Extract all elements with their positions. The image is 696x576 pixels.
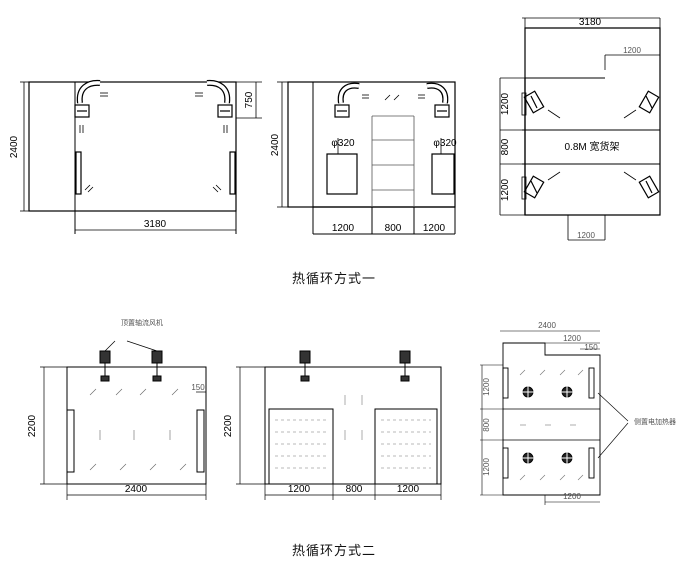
heater-panel (75, 151, 82, 195)
mode2-middle-section (236, 350, 442, 500)
duct-fan-icon (523, 90, 545, 114)
axial-fan-icon (151, 350, 163, 382)
row-dim: 1200 (482, 378, 491, 396)
duct-elbow-icon (426, 82, 450, 118)
gap-dim: 150 (191, 383, 205, 392)
product-rack (431, 153, 455, 195)
bay-dim: 1200 (423, 223, 446, 234)
offset-dim: 150 (584, 343, 598, 352)
bay-dim: 1200 (288, 484, 311, 495)
axial-fan-icon (299, 350, 311, 382)
offset-dim: 1200 (563, 334, 581, 343)
mode1-right-plan (499, 17, 661, 241)
axial-fan-icon (522, 386, 534, 398)
duct-elbow-icon (206, 79, 233, 118)
duct-diameter-label: φ320 (331, 138, 355, 149)
caption-mode2: 热循环方式二 (292, 544, 377, 559)
heater-panel (502, 447, 509, 479)
plan-width-dim: 3180 (579, 17, 602, 28)
height-dim: 2200 (27, 414, 38, 437)
mode2-right-plan (480, 330, 629, 505)
heater-panel (588, 367, 595, 399)
heater-panel (502, 367, 509, 399)
height-dim: 2400 (270, 133, 281, 156)
fan-note: 顶置轴流风机 (121, 318, 163, 327)
offset-dim: 1200 (577, 231, 595, 240)
duct-elbow-icon (74, 79, 101, 118)
mode2-left-elevation (40, 340, 207, 500)
bay-dim: 800 (346, 484, 363, 495)
width-dim: 3180 (144, 219, 167, 230)
plan-width-dim: 2400 (538, 321, 556, 330)
duct-fan-icon (523, 175, 545, 199)
row-dim: 1200 (500, 92, 511, 115)
heater-panel (229, 151, 236, 195)
row-dim: 1200 (482, 458, 491, 476)
row-dim: 800 (482, 418, 491, 432)
axial-fan-icon (561, 386, 573, 398)
duct-diameter-label: φ320 (433, 138, 457, 149)
heater-panel (588, 447, 595, 479)
row-dim: 800 (500, 138, 511, 155)
duct-fan-icon (638, 175, 660, 199)
height-dim: 2200 (223, 414, 234, 437)
caption-mode1: 热循环方式一 (292, 272, 377, 287)
product-rack (326, 153, 358, 195)
heater-panel (196, 409, 205, 473)
axial-fan-icon (399, 350, 411, 382)
offset-dim: 1200 (563, 492, 581, 501)
product-rack (374, 408, 438, 485)
width-dim: 2400 (125, 484, 148, 495)
bay-dim: 1200 (397, 484, 420, 495)
offset-dim: 1200 (623, 46, 641, 55)
mode1-middle-section (277, 81, 456, 235)
row-dim: 1200 (500, 178, 511, 201)
axial-fan-icon (522, 452, 534, 464)
axial-fan-icon (99, 350, 111, 382)
mode1-left-elevation (20, 79, 262, 234)
product-rack (268, 408, 334, 485)
duct-fan-icon (638, 90, 660, 114)
shelf-label: 0.8M 宽货架 (564, 140, 619, 153)
room-outline (28, 81, 237, 212)
duct-elbow-icon (334, 82, 360, 118)
bay-dim: 1200 (332, 223, 355, 234)
heater-panel (66, 409, 75, 473)
axial-fan-icon (561, 452, 573, 464)
heater-note: 侧置电加热器 (634, 417, 676, 426)
bay-dim: 800 (385, 223, 402, 234)
height-dim: 2400 (9, 135, 20, 158)
duct-drop-dim: 750 (244, 91, 255, 108)
